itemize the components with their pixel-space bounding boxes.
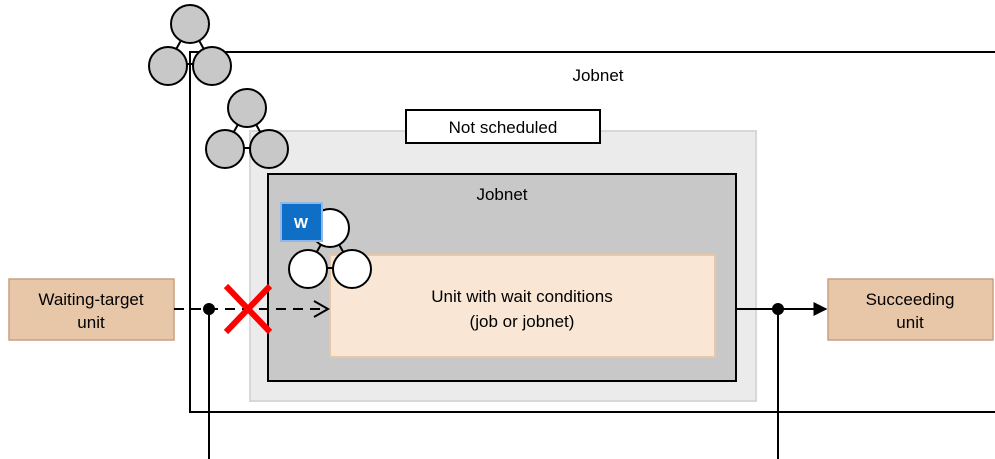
wait-condition-icon bbox=[280, 202, 323, 242]
succeeding-line1: Succeeding bbox=[866, 290, 955, 309]
waiting-target-unit bbox=[8, 278, 175, 341]
waiting-target-line2: unit bbox=[77, 313, 105, 332]
outer-jobnet-frame bbox=[189, 51, 995, 413]
succeeding-line2: unit bbox=[896, 313, 924, 332]
unit-label-line2: (job or jobnet) bbox=[470, 312, 575, 331]
unit-with-wait-conditions-box bbox=[329, 254, 716, 358]
left-junction-dot bbox=[203, 303, 215, 315]
inner-jobnet-label: Jobnet bbox=[476, 185, 527, 204]
right-junction-dot bbox=[772, 303, 784, 315]
outer-jobnet-icon bbox=[148, 4, 232, 86]
outer-jobnet-label: Jobnet bbox=[572, 66, 623, 85]
not-scheduled-label-box bbox=[405, 109, 601, 144]
cross-icon bbox=[223, 283, 273, 335]
not-scheduled-label: Not scheduled bbox=[449, 118, 558, 137]
succeeding-unit bbox=[827, 278, 994, 341]
unit-label-line1: Unit with wait conditions bbox=[431, 287, 612, 306]
wait-badge-label: W bbox=[294, 215, 309, 232]
waiting-target-line1: Waiting-target bbox=[38, 290, 143, 309]
wait-link-arrowhead bbox=[313, 300, 331, 318]
inner-jobnet-icon bbox=[205, 88, 289, 169]
